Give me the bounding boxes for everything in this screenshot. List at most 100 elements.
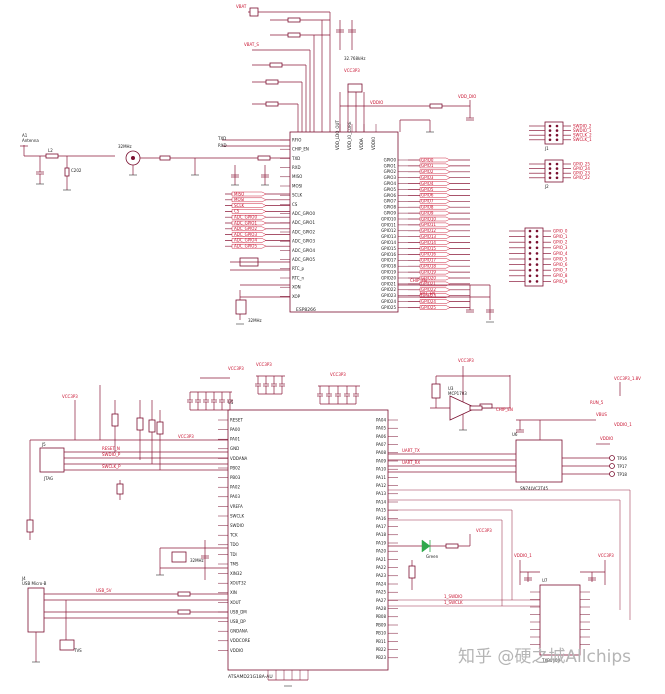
watermark: 知乎 @硬之城Allchips — [458, 647, 631, 667]
header-j3: GPIO_0GPIO_1GPIO_2GPIO_3GPIO_4GPIO_5GPIO… — [509, 227, 568, 287]
svg-text:TVS: TVS — [73, 648, 82, 653]
pin-label: CHIP_EN — [292, 147, 309, 152]
net-label: GPIO5 — [421, 187, 434, 192]
pin-label: USB_DP — [230, 619, 246, 624]
header-pin — [535, 257, 539, 261]
pin-label: PA19 — [376, 540, 386, 545]
net-label-tag — [419, 287, 451, 293]
pin-label: PA27 — [376, 598, 386, 603]
net-label: GPIO2 — [421, 169, 434, 174]
net-label: ADC_GPIO3 — [234, 232, 257, 237]
pin-label: ADC_GPIO3 — [292, 239, 315, 244]
header-pin-label: GPIO_5 — [553, 256, 568, 261]
svg-text:VCC3P3: VCC3P3 — [228, 366, 244, 371]
top-section: A1 Antenna C202 L2 32MHz — [20, 4, 592, 325]
left-net-labels: MISOMOSISCLKCSADC_GPIO0ADC_GPIO1ADC_GPIO… — [225, 191, 290, 249]
chip-en-net: CHIP_EN BAT_EN — [398, 278, 494, 323]
svg-text:TP17: TP17 — [616, 464, 627, 469]
header-pin-label: GPIO_1 — [553, 234, 568, 239]
pin-label: PA17 — [376, 524, 386, 529]
svg-text:VCC3P3: VCC3P3 — [476, 528, 492, 533]
header-pin — [528, 268, 532, 272]
net-label: GPIO17 — [421, 258, 436, 263]
pin-label: XIN — [230, 590, 237, 595]
header-pin-label: GPIO_6 — [553, 262, 568, 267]
pin-label: GPIO9 — [384, 211, 397, 216]
net-label-tag — [231, 197, 267, 203]
pin-label: PA23 — [376, 573, 386, 578]
pin-label: GPIO22 — [381, 287, 396, 292]
main-ic-name: ESP8266 — [296, 307, 316, 313]
main-ic-left-pins: RFIOCHIP_ENTXDRXDMISOMOSISCLKCSADC_GPIO0… — [280, 137, 315, 299]
header-pin — [535, 246, 539, 250]
net-label: CS — [234, 209, 240, 214]
pin-label: ADC_GPIO2 — [292, 229, 315, 234]
pin-label: RTC_n — [292, 275, 304, 280]
header-pin-label: GPIO_7 — [553, 268, 568, 273]
right-net-labels: GPIO0GPIO1GPIO2GPIO3GPIO4GPIO5GPIO6GPIO7… — [408, 157, 470, 310]
net-label: MISO — [234, 191, 244, 196]
pin-label: PB22 — [376, 647, 387, 652]
header-pin-label: SWCLK_1 — [573, 137, 592, 142]
pin-label: PA11 — [376, 475, 386, 480]
pin-label: GPIO6 — [384, 193, 397, 198]
pin-label: VDD_LDO_OUT — [335, 120, 340, 150]
header-pin — [555, 176, 559, 180]
header-pin — [555, 133, 559, 137]
header-pin-label: GPIO_9 — [553, 279, 568, 284]
header-pin-label: GPIO_8 — [553, 273, 568, 278]
net-vdd-dio: VDD_DIO — [458, 94, 476, 99]
net-label: GPIO4 — [421, 181, 434, 186]
svg-text:SN74LVC2T45: SN74LVC2T45 — [520, 486, 548, 491]
pin-label: GPIO15 — [381, 246, 396, 251]
svg-text:VCC3P3: VCC3P3 — [458, 358, 474, 363]
net-label-tag — [419, 157, 451, 163]
pin-label: PA24 — [376, 581, 386, 586]
pin-label: GPIO4 — [384, 181, 397, 186]
net-label-tag — [231, 214, 267, 220]
pin-label: VDDIO — [371, 137, 376, 150]
pin-label: GPIO13 — [381, 234, 396, 239]
header-pin — [528, 235, 532, 238]
pin-label: GPIO14 — [381, 240, 396, 245]
header-pin — [548, 129, 552, 132]
svg-text:TP16: TP16 — [616, 456, 627, 461]
pin-label: TDI — [229, 552, 237, 557]
pin-label: SWDIO — [230, 523, 244, 528]
net-vcc3p3-top: VCC3P3 — [344, 68, 360, 73]
header-pin — [535, 240, 539, 244]
header-pin — [548, 167, 552, 170]
svg-text:C202: C202 — [71, 168, 82, 173]
jtag-ref: J5 — [41, 442, 46, 447]
pin-label: GPIO23 — [381, 293, 396, 298]
status-led: Green VCC3P3 — [388, 528, 492, 590]
net-label: GPIO15 — [421, 246, 436, 251]
net-label-tag — [231, 232, 267, 237]
usb-connector: J4 USB Micro-B USB_5V TVS — [21, 576, 228, 663]
power-rail-top: VBAT VBAT_S — [236, 4, 476, 133]
net-label: GPIO14 — [421, 240, 436, 245]
net-label-tag — [419, 187, 451, 192]
header-pin-label: GPIO_2 — [553, 240, 568, 245]
pin-label: GNDANA — [230, 629, 248, 634]
net-reset: RESET_N — [102, 446, 120, 451]
net-label: GPIO23 — [421, 293, 436, 298]
pin-label: PA06 — [376, 434, 386, 439]
pin-label: GPIO7 — [384, 199, 397, 204]
pin-label: GPIO25 — [381, 305, 396, 310]
header-pin-label: GPIO_24 — [573, 166, 590, 171]
pin-label: VDDANA — [230, 456, 248, 461]
pin-label: GPIO0 — [384, 157, 397, 162]
header-pin — [548, 138, 552, 142]
net-usb5v: USB_5V — [96, 588, 112, 593]
header-pin-label: GPIO_3 — [553, 245, 568, 250]
svg-text:VDDIO: VDDIO — [600, 436, 613, 441]
pin-label: ADC_GPIO0 — [292, 211, 315, 216]
left-passives: TXD RXD MISOMOSISCLKCSADC_GPIO0ADC_GPIO1… — [191, 136, 290, 325]
pin-label: PA15 — [376, 508, 386, 513]
net-label: GPIO1 — [421, 163, 434, 168]
pin-label: PA18 — [376, 532, 386, 537]
